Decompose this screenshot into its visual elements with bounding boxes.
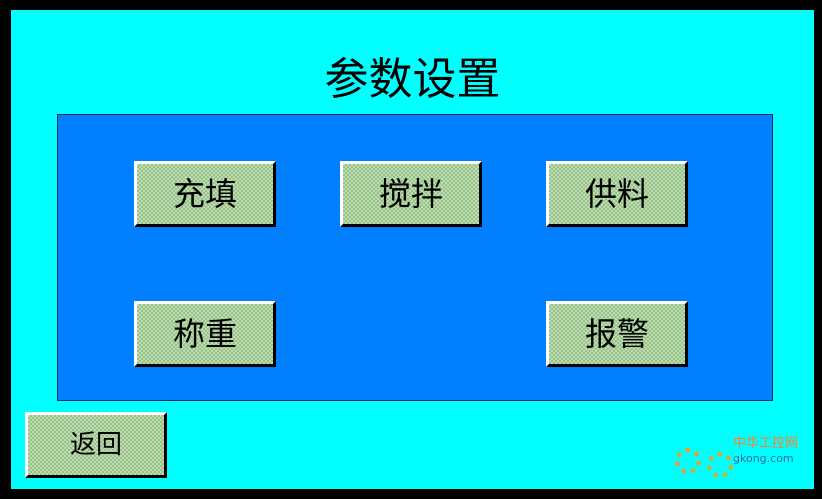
gear-icon <box>707 452 733 478</box>
alarm-button-label: 报警 <box>584 315 649 353</box>
fill-button-label: 充填 <box>172 175 237 213</box>
back-button-label: 返回 <box>69 430 122 460</box>
watermark-site-name: 中华工控网 <box>733 436 799 451</box>
gear-icon <box>675 448 701 474</box>
mix-button[interactable]: 搅拌 <box>340 161 482 227</box>
weigh-button[interactable]: 称重 <box>134 301 276 367</box>
fill-button[interactable]: 充填 <box>134 161 276 227</box>
supply-button-label: 供料 <box>584 175 649 213</box>
supply-button[interactable]: 供料 <box>546 161 688 227</box>
watermark-logo: 中华工控网 gkong.com <box>675 430 805 484</box>
alarm-button[interactable]: 报警 <box>546 301 688 367</box>
parameter-button-panel: 充填 搅拌 供料 称重 报警 <box>57 114 773 401</box>
weigh-button-label: 称重 <box>172 315 237 353</box>
watermark-site-url: gkong.com <box>733 452 794 465</box>
page-title: 参数设置 <box>324 54 501 105</box>
back-button[interactable]: 返回 <box>25 412 167 478</box>
hmi-screen: 参数设置 充填 搅拌 供料 称重 报警 返回 <box>11 10 814 489</box>
mix-button-label: 搅拌 <box>378 175 443 213</box>
